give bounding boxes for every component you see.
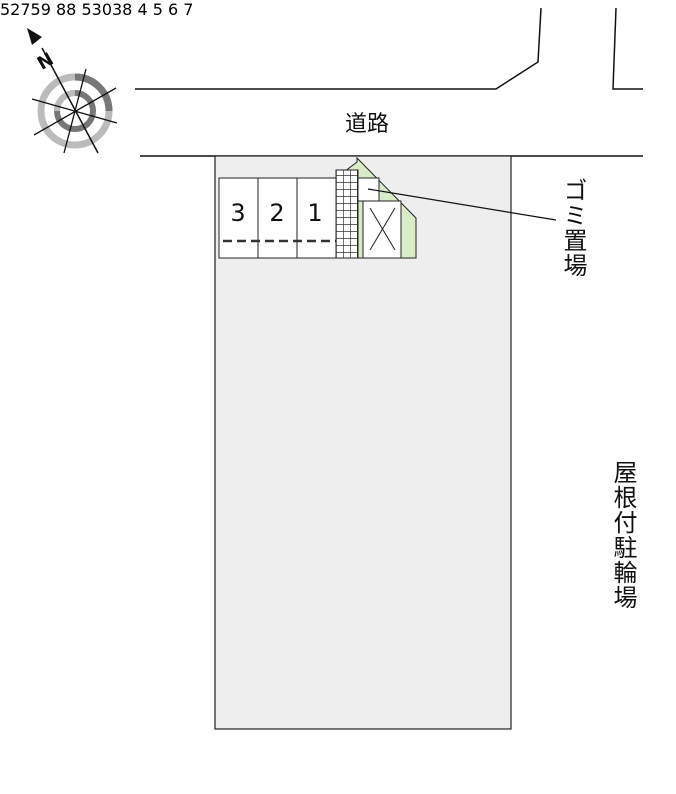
svg-text:3: 3 (230, 199, 245, 227)
svg-text:1: 1 (307, 199, 322, 227)
svg-text:2: 2 (269, 199, 284, 227)
planting-strip: 53038 4 5 6 7 ゴミ置場 屋根付駐輪場 const data = J… (81, 0, 637, 610)
building-52759: 52759 (0, 0, 51, 19)
parking-bottom: 4 5 6 7 (137, 0, 194, 19)
walkway: 53038 4 5 6 7 ゴミ置場 屋根付駐輪場 const data = J… (81, 0, 637, 610)
bicycle-area-label: 屋根付駐輪場 (609, 460, 637, 610)
parking-top: 3 2 1 (218, 177, 337, 259)
building-53038: 53038 (81, 0, 133, 19)
compass-icon: N (27, 28, 118, 154)
garbage-area (335, 156, 557, 259)
ac-unit: 88 53038 4 5 6 7 ゴミ置場 屋根付駐輪場 const data … (56, 0, 637, 610)
road-label: 道路 (345, 112, 389, 137)
garbage-area-label: ゴミ置場 (559, 178, 587, 278)
